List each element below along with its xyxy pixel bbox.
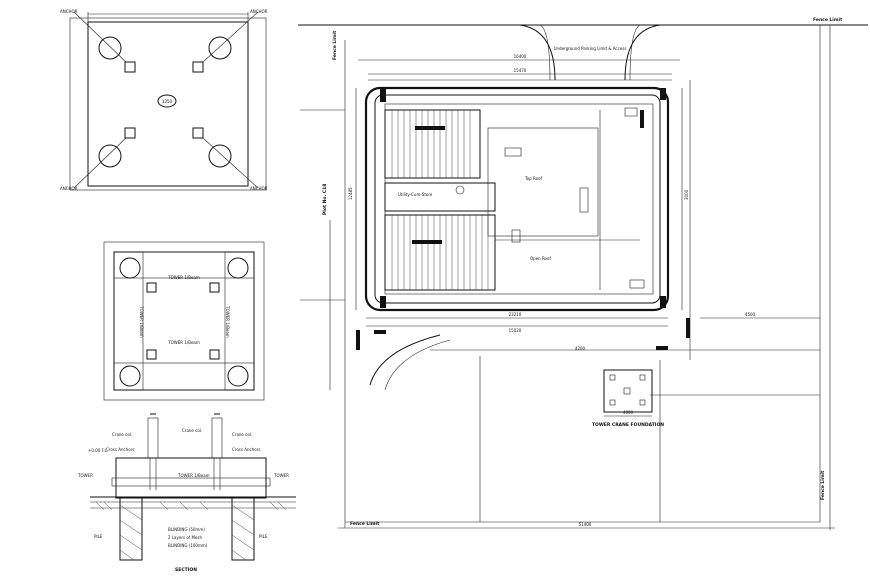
fence-limit-label: Fence Limit [820, 470, 826, 500]
section-note: 2 Layers of Mesh [168, 535, 202, 540]
room-label-open-roof: Open Roof [530, 256, 551, 261]
anchor-label: ANCHOR [250, 9, 268, 14]
tower-crane-foundation-plan: 4000 TOWER CRANE FOUNDATION [592, 369, 664, 428]
dimension: 4500 [745, 312, 756, 317]
dimension: 15020 [509, 328, 522, 333]
room-label-top-roof: Top Roof [524, 176, 543, 181]
anchor-label: ANCHOR [250, 186, 268, 191]
anchor-label: ANCHOR [60, 186, 78, 191]
hatched-block-bottom [384, 214, 496, 291]
pile-circle [208, 36, 232, 60]
section-label: PILE [259, 534, 268, 539]
dimension: 23210 [509, 312, 522, 317]
section-title: SECTION [175, 567, 197, 573]
beam-label: TOWER 1/Beam [225, 305, 230, 338]
pile-circle [208, 144, 232, 168]
level-label: +0.00 F.L. [88, 448, 108, 453]
crane-base-plan: 1250 ANCHOR ANCHOR ANCHOR ANCHOR [60, 9, 268, 191]
section-note: BLINDING (100mm) [168, 543, 208, 548]
dimension: 3000 [684, 189, 689, 200]
dimension: 12485 [348, 187, 353, 200]
plot-label: Plot No. C18 [322, 184, 328, 215]
fence-limit-label: Fence Limit [813, 17, 843, 23]
dimension: 51400 [579, 522, 592, 527]
center-mark-label: 1250 [162, 99, 173, 104]
hatched-block-top [384, 109, 481, 179]
site-plan: Fence Limit Fence Limit Fence Limit Fenc… [298, 17, 868, 530]
pile-cap-plan: TOWER 1/Beam TOWER 1/Beam TOWER 1/Beam T… [103, 241, 265, 401]
section-label: TOWER [77, 473, 93, 478]
parking-label: Underground Parking Limit & Access [554, 46, 627, 51]
section-label: TOWER 1/Beam [177, 473, 210, 478]
fence-limit-label: Fence Limit [350, 521, 380, 527]
dimension: 15470 [514, 68, 527, 73]
dimension: 4000 [623, 410, 634, 415]
section-label: Crane col. [182, 428, 202, 433]
beam-label: TOWER 1/Beam [167, 275, 200, 280]
pile-circle [98, 144, 122, 168]
crane-foundation-section: Crane col. Crane col. Cross Anchors Cros… [77, 413, 296, 573]
tower-crane-foundation-label: TOWER CRANE FOUNDATION [592, 422, 664, 428]
anchor-label: ANCHOR [60, 9, 78, 14]
fence-limit-label: Fence Limit [332, 30, 338, 60]
dimension: 4200 [575, 346, 586, 351]
pile-circle [98, 36, 122, 60]
beam-label: TOWER 1/Beam [139, 305, 144, 338]
section-label: Crane col. [112, 432, 132, 437]
section-label: Crane col. [232, 432, 252, 437]
section-label: TOWER [273, 473, 289, 478]
section-label: Cross Anchors [232, 447, 260, 452]
center-mark [157, 94, 177, 108]
building-outline [364, 86, 670, 312]
dimension: 16400 [514, 54, 527, 59]
beam-label: TOWER 1/Beam [167, 340, 200, 345]
section-label: Cross Anchors [106, 447, 134, 452]
section-note: BLINDING (50mm) [168, 527, 205, 532]
section-label: PILE [94, 534, 103, 539]
room-label-utility: Utility-Cum-Store [398, 192, 433, 197]
